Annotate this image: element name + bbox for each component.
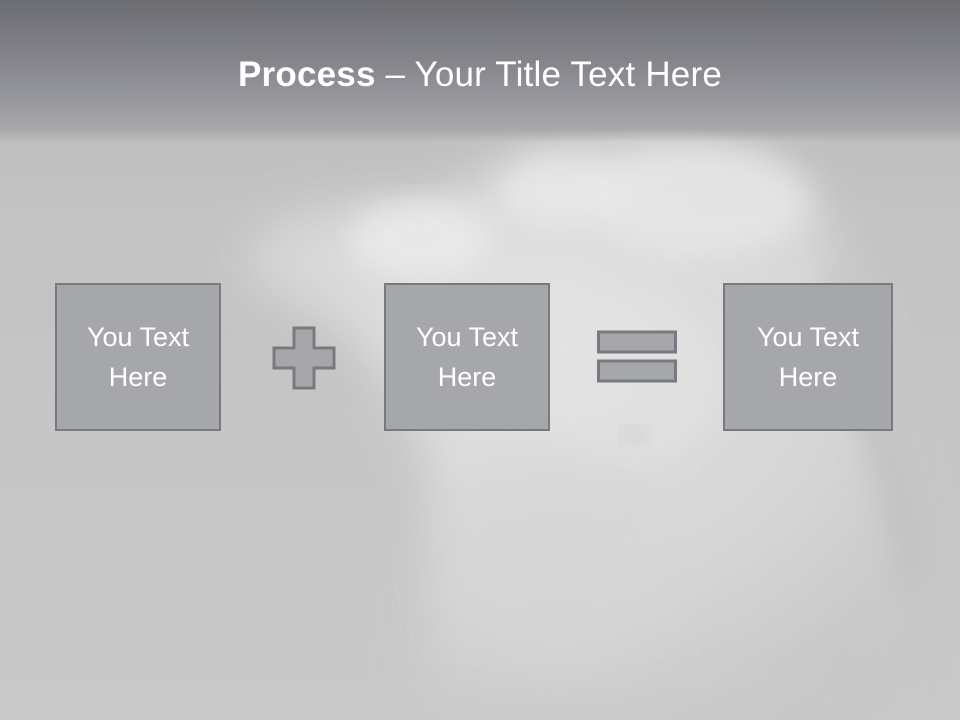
text-box-3-label: You Text Here	[756, 322, 860, 392]
text-box-2-label: You Text Here	[415, 322, 519, 392]
text-box-1-label: You Text Here	[86, 322, 190, 392]
slide-title: Process – Your Title Text Here	[0, 52, 960, 98]
text-box-1[interactable]: You Text Here	[55, 283, 221, 431]
title-band	[0, 0, 960, 142]
title-rest-text: – Your Title Text Here	[375, 55, 722, 94]
equals-icon	[597, 330, 677, 383]
text-box-3[interactable]: You Text Here	[723, 283, 893, 431]
plus-icon	[272, 326, 336, 390]
text-box-2[interactable]: You Text Here	[384, 283, 550, 431]
title-bold-text: Process	[238, 55, 376, 94]
